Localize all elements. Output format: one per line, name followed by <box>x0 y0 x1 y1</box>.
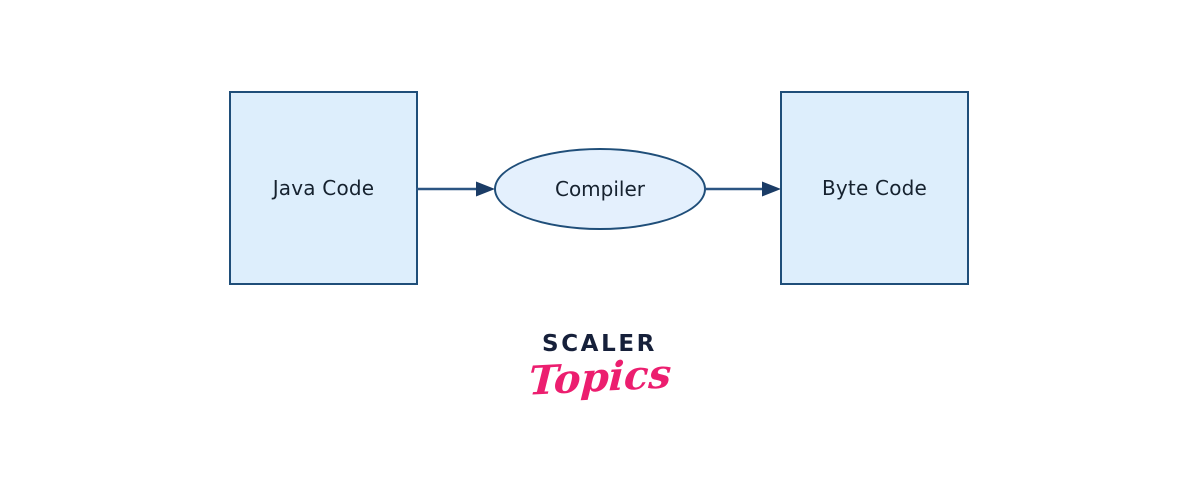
node-compiler-label: Compiler <box>554 177 646 201</box>
node-byte-code: Byte Code <box>780 91 969 285</box>
node-compiler: Compiler <box>494 148 706 230</box>
node-byte-code-label: Byte Code <box>821 176 928 200</box>
logo-script-wrap: Topics <box>0 350 1199 404</box>
node-java-code-label: Java Code <box>272 176 375 200</box>
scaler-topics-logo: SCALER Topics <box>0 331 1199 405</box>
arrow-head <box>476 181 495 197</box>
arrow-head <box>762 181 781 197</box>
node-java-code: Java Code <box>229 91 418 285</box>
arrow-java-code-to-compiler <box>416 181 495 197</box>
logo-script-topics: Topics <box>527 350 673 405</box>
logo-wordmark-scaler: SCALER <box>542 331 657 357</box>
arrow-compiler-to-byte-code <box>704 181 781 197</box>
